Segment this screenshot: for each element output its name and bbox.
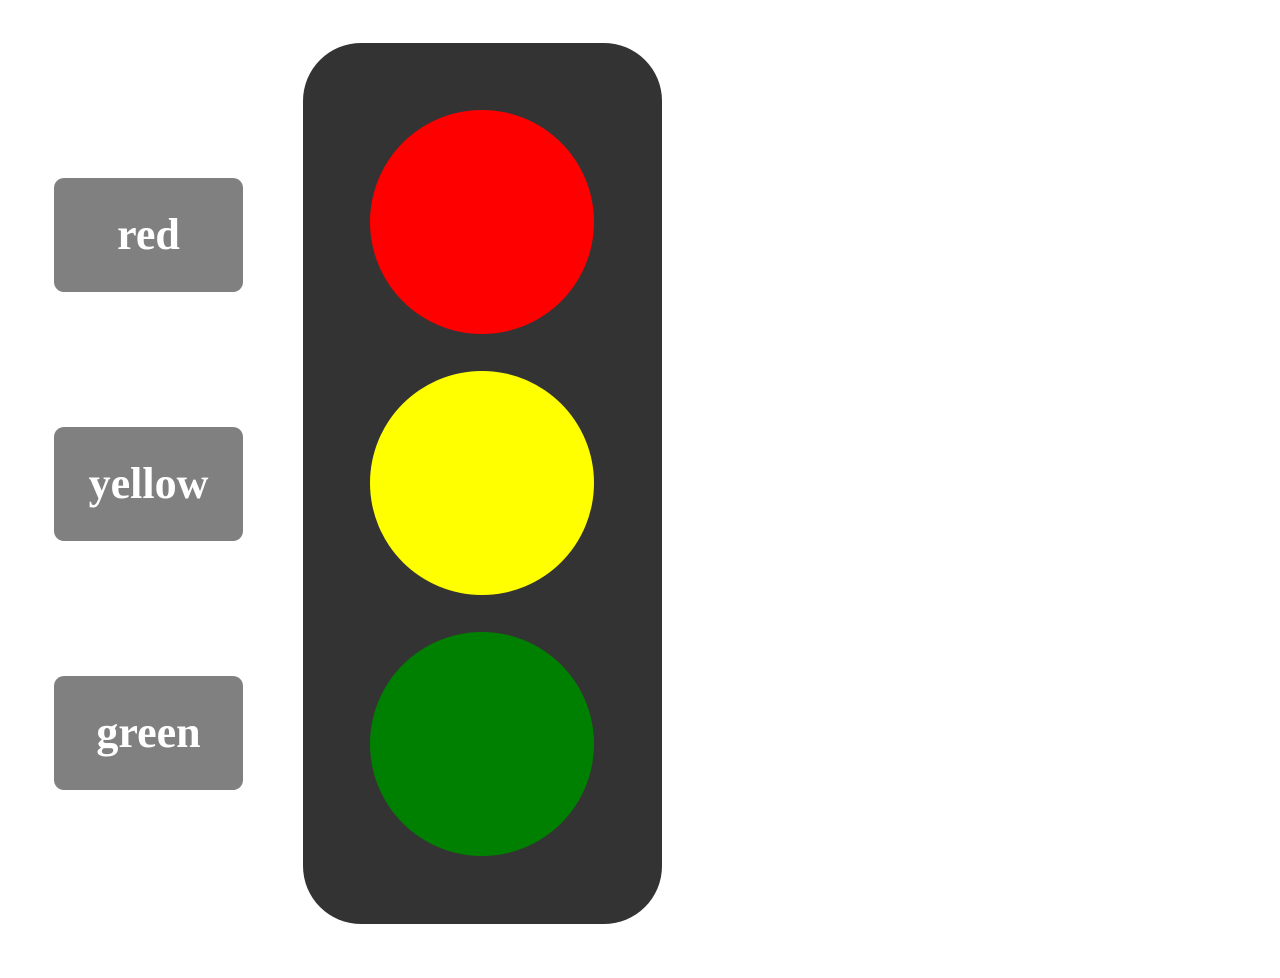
- green-lamp: [370, 632, 594, 856]
- yellow-button[interactable]: yellow: [54, 427, 243, 541]
- traffic-light-housing: [303, 43, 662, 924]
- red-lamp: [370, 110, 594, 334]
- red-button[interactable]: red: [54, 178, 243, 292]
- yellow-lamp: [370, 371, 594, 595]
- green-button[interactable]: green: [54, 676, 243, 790]
